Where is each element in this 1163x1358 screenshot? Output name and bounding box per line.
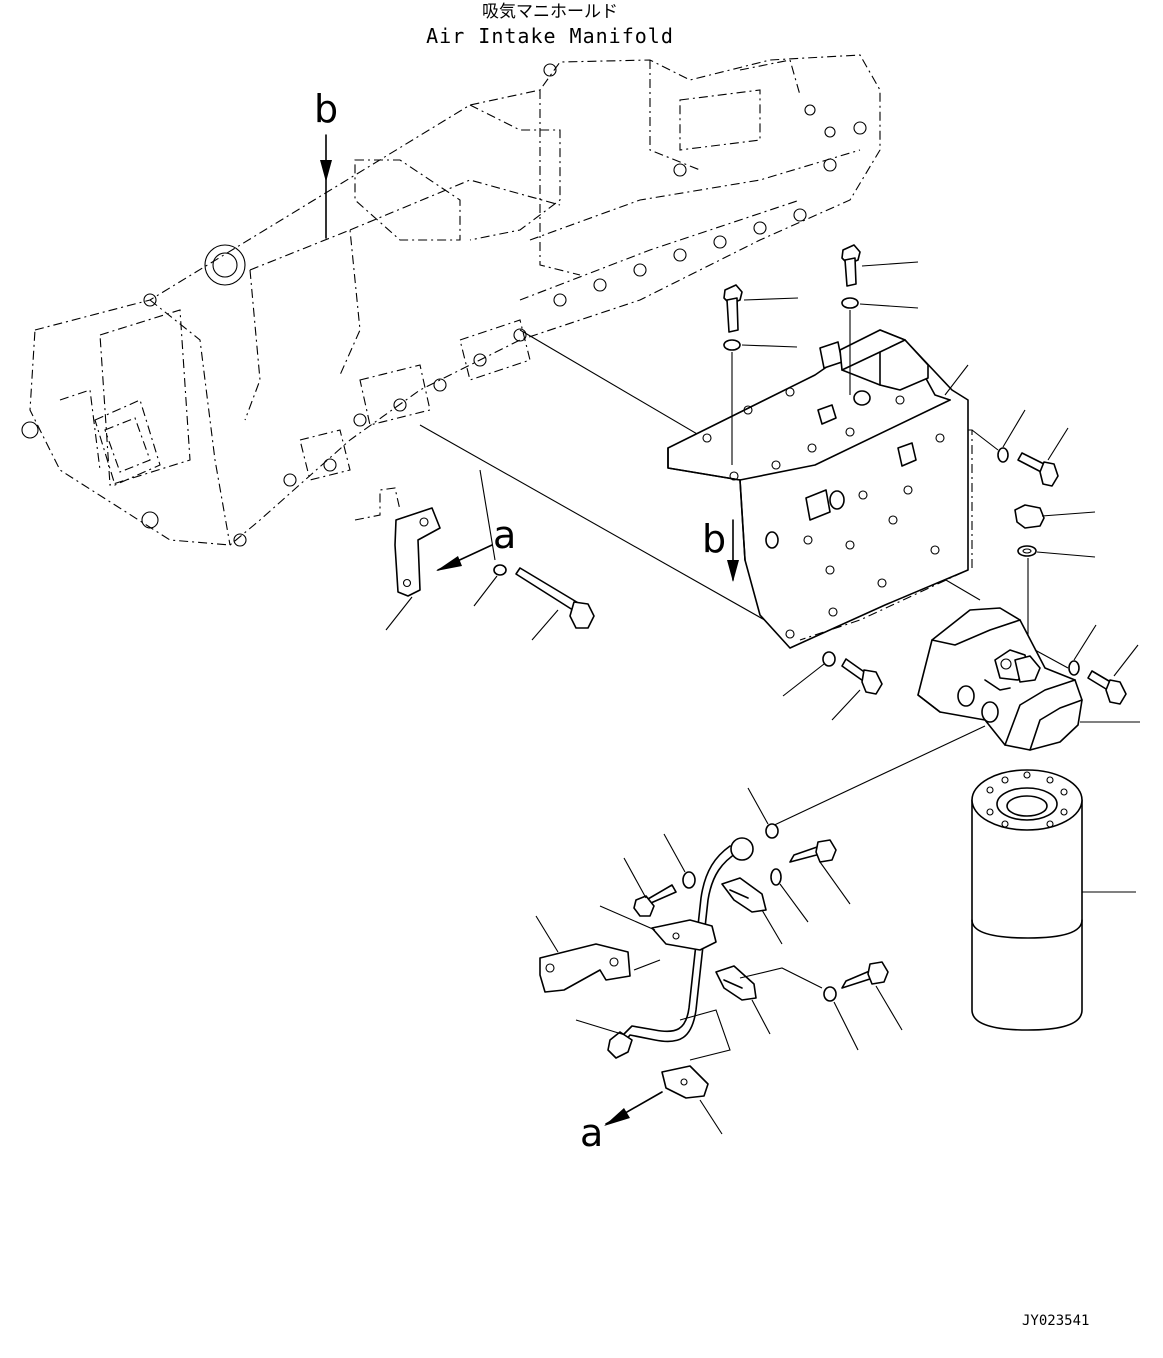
washer-left	[473, 564, 507, 607]
washer-tube-upper	[747, 787, 779, 839]
filter-head	[917, 607, 1083, 751]
ref-arrow-b-plate	[727, 519, 739, 582]
leader-plate	[944, 364, 969, 396]
air-intake-manifold-phantom	[21, 54, 881, 547]
clamp-guide-line	[679, 1009, 731, 1061]
washer-right-2	[1068, 624, 1097, 676]
ref-arrow-b-top	[320, 134, 332, 239]
ref-arrow-a-lower	[604, 1091, 663, 1126]
washer-right-1	[997, 409, 1026, 463]
leader-line-1	[419, 424, 801, 641]
ref-mark-a-upper: a	[493, 513, 516, 557]
bolt-below-plate	[831, 658, 883, 721]
washer-plug	[1017, 545, 1096, 558]
clamp-guide-line-2	[633, 959, 661, 971]
drawing-code: JY023541	[1022, 1313, 1089, 1329]
bolt-tube-right-lower	[841, 961, 903, 1031]
bolt-plate-2	[841, 244, 919, 287]
bracket-left	[354, 487, 441, 631]
ref-mark-b-top: b	[314, 87, 338, 131]
bolt-tube-right-upper	[789, 839, 851, 905]
filter-cartridge	[971, 769, 1136, 1031]
clamp-upper-left	[599, 905, 717, 951]
title-japanese: 吸気マニホールド	[482, 2, 618, 22]
washer-plate-1	[723, 339, 798, 351]
washer-plate-2	[841, 297, 919, 309]
axis-right-1	[971, 429, 999, 451]
bracket-lower-left	[535, 915, 631, 993]
oil-tube	[575, 837, 754, 1059]
clamp-bottom	[661, 1065, 723, 1135]
sensor-block	[839, 329, 929, 391]
washer-tube-left	[663, 833, 696, 889]
ref-mark-b-plate: b	[702, 517, 726, 561]
plate-phantom-edge	[799, 429, 973, 641]
leader-tube-connect	[767, 725, 986, 829]
clamp-lower-right	[715, 965, 771, 1035]
washer-tube-right-lower	[823, 986, 859, 1051]
clamp-upper-right	[721, 877, 783, 945]
bolt-right-2	[1087, 644, 1139, 705]
washer-below-plate	[782, 651, 836, 697]
leader-line-3	[479, 469, 496, 561]
bolt-long-left	[515, 567, 595, 641]
clamp-guide-line-3	[739, 967, 823, 989]
title-english: Air Intake Manifold	[426, 24, 674, 48]
bolt-tube-left	[623, 857, 677, 917]
washer-tube-right-upper	[770, 868, 809, 923]
ref-mark-a-lower: a	[580, 1111, 603, 1155]
bolt-right-1	[1017, 427, 1069, 487]
bolt-plate-1	[723, 284, 799, 333]
axis-right-2	[1034, 649, 1069, 669]
plug	[1014, 504, 1096, 529]
ref-arrow-a-upper	[436, 544, 493, 571]
